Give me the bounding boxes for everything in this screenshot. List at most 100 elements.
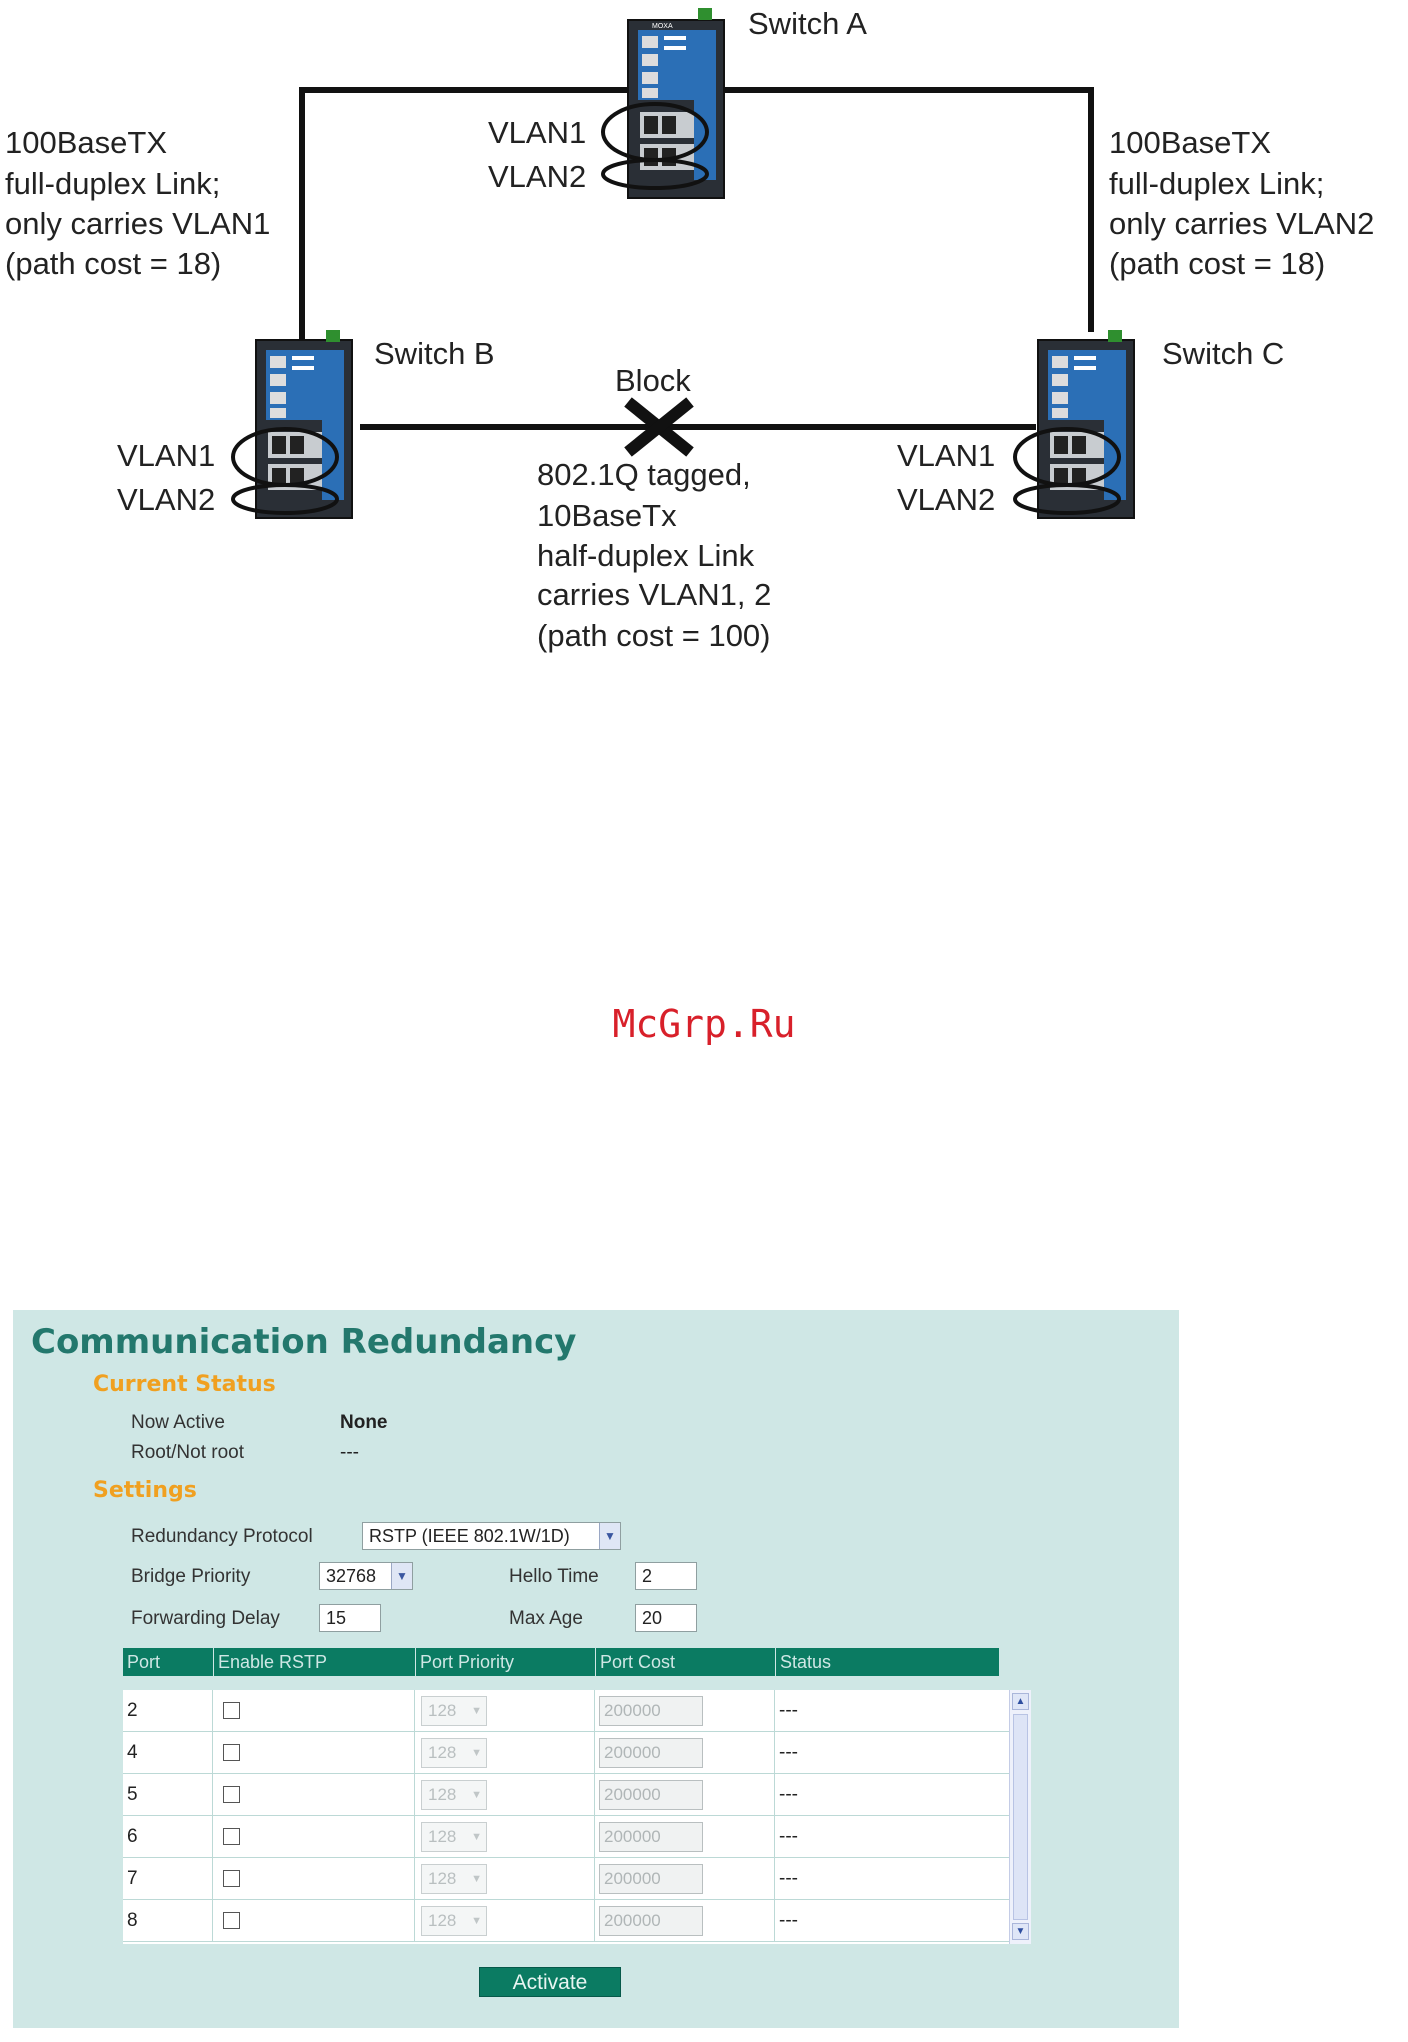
left-link-line: 100BaseTX: [5, 125, 167, 160]
enable-rstp-checkbox[interactable]: [223, 1786, 240, 1803]
enable-rstp-checkbox[interactable]: [223, 1744, 240, 1761]
port-priority-value: 128: [428, 1869, 457, 1888]
right-link-line: 100BaseTX: [1109, 125, 1271, 160]
enable-rstp-cell: [213, 1774, 415, 1816]
port-priority-select[interactable]: 128 ▼: [421, 1822, 487, 1852]
bottom-link-line: (path cost = 100): [537, 618, 771, 653]
chevron-down-icon: ▼: [471, 1705, 482, 1717]
scroll-thumb[interactable]: [1013, 1714, 1028, 1920]
enable-rstp-cell: [213, 1690, 415, 1732]
table-row: 6 128▼ 200000 ---: [123, 1816, 1009, 1858]
port-priority-cell: 128 ▼: [415, 1774, 595, 1816]
activate-button[interactable]: Activate: [479, 1967, 621, 1997]
page-title: Communication Redundancy: [31, 1322, 577, 1362]
switch-a-device: [627, 19, 725, 199]
scroll-down-icon[interactable]: ▼: [1012, 1923, 1029, 1940]
redundancy-protocol-select[interactable]: RSTP (IEEE 802.1W/1D) ▼: [362, 1522, 621, 1550]
enable-rstp-checkbox[interactable]: [223, 1870, 240, 1887]
port-table-body[interactable]: 2 128▼ 200000 --- 4 128▼ 200000 --- 5 12…: [123, 1690, 1031, 1944]
enable-rstp-checkbox[interactable]: [223, 1912, 240, 1929]
chevron-down-icon: ▼: [471, 1873, 482, 1885]
chevron-down-icon: ▼: [471, 1831, 482, 1843]
port-priority-select[interactable]: 128 ▼: [421, 1780, 487, 1810]
port-cost-cell: 200000: [595, 1858, 775, 1900]
right-link-line: only carries VLAN2: [1109, 206, 1374, 241]
enable-rstp-checkbox[interactable]: [223, 1828, 240, 1845]
port-priority-cell: 128▼: [415, 1732, 595, 1774]
port-table-header: Port Enable RSTP Port Priority Port Cost…: [123, 1648, 999, 1676]
table-row: 4 128▼ 200000 ---: [123, 1732, 1009, 1774]
col-port-priority: Port Priority: [415, 1648, 595, 1676]
chevron-down-icon[interactable]: ▼: [391, 1563, 412, 1589]
table-scrollbar[interactable]: ▲ ▼: [1009, 1690, 1031, 1944]
switch-b-vlan1-label: VLAN1: [117, 438, 215, 473]
port-number: 2: [123, 1690, 213, 1732]
enable-rstp-checkbox[interactable]: [223, 1702, 240, 1719]
port-priority-value: 128: [428, 1785, 457, 1804]
port-status: ---: [779, 1742, 798, 1763]
port-priority-select[interactable]: 128▼: [421, 1906, 487, 1936]
table-row: 2 128▼ 200000 ---: [123, 1690, 1009, 1732]
root-label: Root/Not root: [131, 1442, 244, 1463]
port-status: ---: [779, 1784, 798, 1805]
left-link-label: 100BaseTX full-duplex Link; only carries…: [5, 125, 270, 281]
enable-rstp-cell: [213, 1858, 415, 1900]
col-status: Status: [775, 1648, 999, 1676]
port-priority-select[interactable]: 128▼: [421, 1738, 487, 1768]
port-priority-value: 128: [428, 1743, 457, 1762]
redundancy-protocol-label: Redundancy Protocol: [131, 1526, 313, 1547]
hello-time-input[interactable]: 2: [635, 1562, 697, 1590]
port-number: 7: [123, 1858, 213, 1900]
bottom-link-label: 802.1Q tagged, 10BaseTx half-duplex Link…: [537, 457, 771, 653]
max-age-input[interactable]: 20: [635, 1604, 697, 1632]
port-priority-value: 128: [428, 1827, 457, 1846]
switch-c-vlan2-label: VLAN2: [897, 482, 995, 517]
port-cost-input[interactable]: 200000: [599, 1780, 703, 1810]
chevron-down-icon: ▼: [471, 1789, 482, 1801]
scroll-up-icon[interactable]: ▲: [1012, 1693, 1029, 1710]
port-priority-cell: 128▼: [415, 1690, 595, 1732]
port-cost-input[interactable]: 200000: [599, 1864, 703, 1894]
chevron-down-icon[interactable]: ▼: [599, 1523, 620, 1549]
port-cost-input[interactable]: 200000: [599, 1738, 703, 1768]
right-link-line: full-duplex Link;: [1109, 166, 1324, 201]
port-status: ---: [779, 1700, 798, 1721]
port-priority-select[interactable]: 128 ▼: [421, 1864, 487, 1894]
right-link-label: 100BaseTX full-duplex Link; only carries…: [1109, 125, 1374, 281]
communication-redundancy-panel: Communication Redundancy Current Status …: [13, 1310, 1179, 2028]
bridge-priority-value: 32768: [326, 1566, 377, 1586]
now-active-label: Now Active: [131, 1412, 225, 1433]
port-priority-cell: 128▼: [415, 1900, 595, 1942]
port-cost-cell: 200000: [595, 1774, 775, 1816]
switch-b-vlan2-label: VLAN2: [117, 482, 215, 517]
bridge-priority-label: Bridge Priority: [131, 1566, 251, 1587]
port-priority-value: 128: [428, 1911, 457, 1930]
now-active-value: None: [340, 1412, 388, 1433]
port-cost-cell: 200000: [595, 1690, 775, 1732]
switch-a-label: Switch A: [748, 6, 867, 41]
switch-a-vlan2-label: VLAN2: [488, 159, 586, 194]
switch-c-terminal: [1108, 330, 1122, 342]
forwarding-delay-input[interactable]: 15: [319, 1604, 381, 1632]
switch-a-brand: MOXA: [652, 23, 673, 30]
port-priority-select[interactable]: 128▼: [421, 1696, 487, 1726]
block-label: Block: [615, 363, 691, 398]
left-link-line: (path cost = 18): [5, 246, 221, 281]
port-cost-input[interactable]: 200000: [599, 1822, 703, 1852]
bottom-link-line: carries VLAN1, 2: [537, 577, 771, 612]
switch-b-terminal: [326, 330, 340, 342]
enable-rstp-cell: [213, 1732, 415, 1774]
switch-c-vlan1-label: VLAN1: [897, 438, 995, 473]
port-status: ---: [779, 1868, 798, 1889]
bottom-link-line: 802.1Q tagged,: [537, 457, 751, 492]
switch-a-vlan1-label: VLAN1: [488, 115, 586, 150]
current-status-heading: Current Status: [93, 1372, 276, 1397]
bridge-priority-select[interactable]: 32768 ▼: [319, 1562, 413, 1590]
port-cost-input[interactable]: 200000: [599, 1696, 703, 1726]
table-row: 7 128 ▼ 200000 ---: [123, 1858, 1009, 1900]
right-link-line: (path cost = 18): [1109, 246, 1325, 281]
port-cost-input[interactable]: 200000: [599, 1906, 703, 1936]
redundancy-protocol-value: RSTP (IEEE 802.1W/1D): [369, 1526, 570, 1546]
port-priority-cell: 128 ▼: [415, 1816, 595, 1858]
port-number: 5: [123, 1774, 213, 1816]
